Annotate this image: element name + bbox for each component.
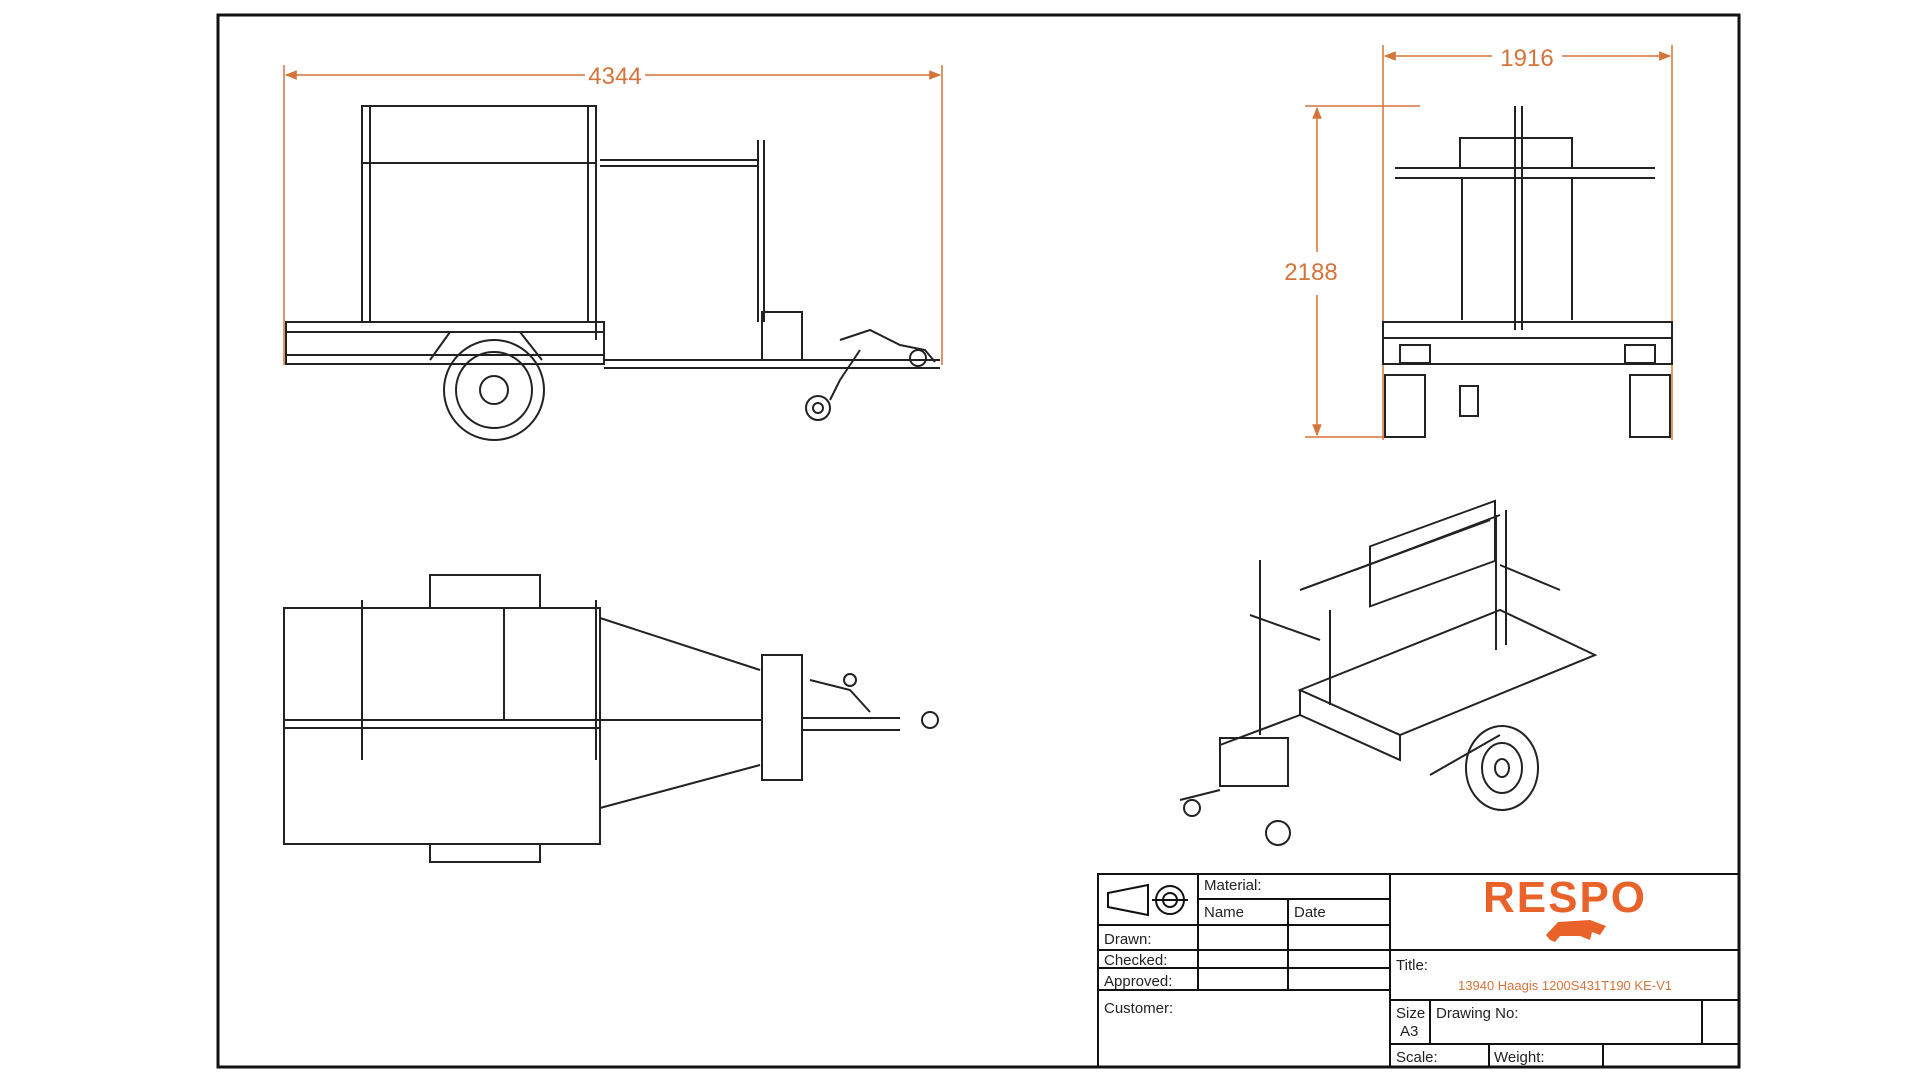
dimension-height-label: 2188 — [1284, 259, 1337, 286]
side-view — [283, 65, 943, 441]
sheet-border — [216, 13, 1741, 1069]
drawing-number-label: Drawing No: — [1436, 1005, 1519, 1022]
customer-label: Customer: — [1104, 1000, 1173, 1017]
material-label: Material: — [1204, 877, 1262, 894]
front-view — [1305, 45, 1673, 440]
projection-symbol-icon — [1107, 883, 1188, 917]
drawn-label: Drawn: — [1104, 931, 1152, 948]
size-label: Size — [1396, 1005, 1425, 1022]
scale-label: Scale: — [1396, 1049, 1438, 1066]
checked-label: Checked: — [1104, 952, 1167, 969]
size-value: A3 — [1400, 1023, 1418, 1040]
date-column-label: Date — [1294, 904, 1326, 921]
name-column-label: Name — [1204, 904, 1244, 921]
dimension-width-label: 1916 — [1500, 45, 1553, 72]
drawing-title-value: 13940 Haagis 1200S431T190 KE-V1 — [1458, 978, 1672, 993]
title-label: Title: — [1396, 957, 1428, 974]
dimension-length-label: 4344 — [588, 63, 641, 90]
approved-label: Approved: — [1104, 973, 1172, 990]
brand-logo-text: RESPO — [1483, 873, 1647, 922]
isometric-view — [1179, 499, 1598, 846]
top-view — [283, 574, 939, 863]
bull-logo-icon — [1546, 920, 1606, 942]
title-block — [1097, 873, 1740, 1068]
weight-label: Weight: — [1494, 1049, 1545, 1066]
